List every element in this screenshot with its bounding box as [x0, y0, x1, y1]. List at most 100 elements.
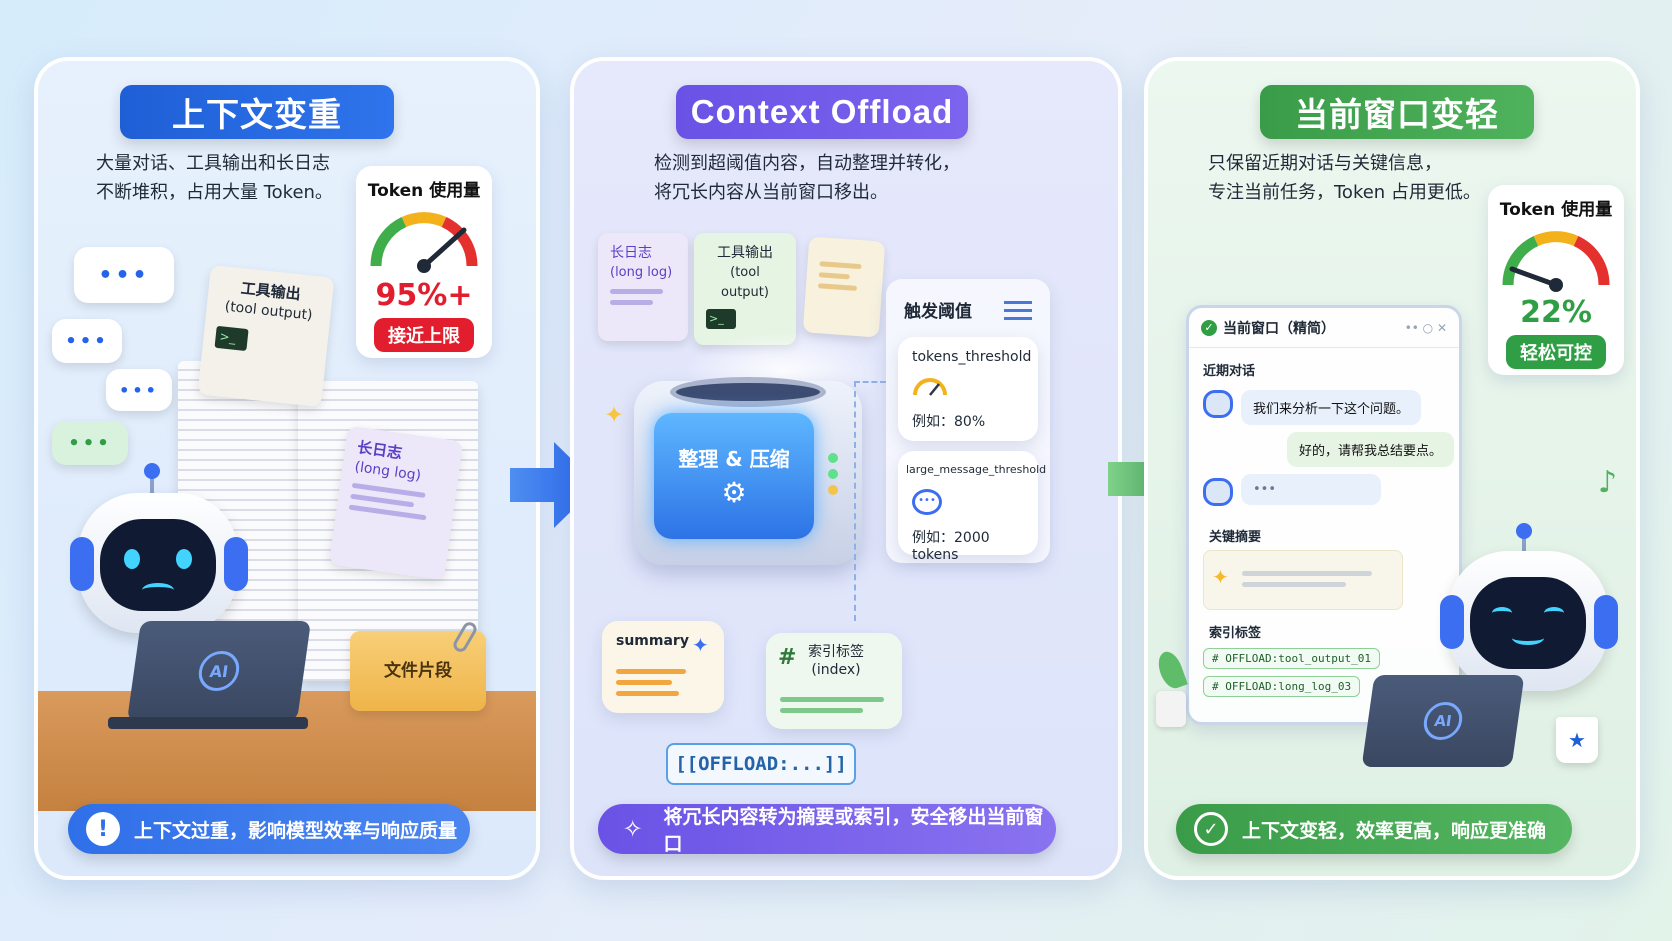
chat-bubble-typing: •••: [1241, 474, 1381, 505]
token-gauge-card-left: Token 使用量 95%+ 接近上限: [356, 166, 492, 358]
right-desc-line2: 专注当前任务，Token 占用更低。: [1208, 182, 1481, 203]
chat-bubble-icon: •••: [106, 369, 172, 411]
alert-icon: !: [86, 812, 120, 846]
mid-log-sub: (long log): [610, 265, 673, 280]
ai-logo: AI: [196, 651, 242, 691]
current-window: ✓ 当前窗口（精简） •• ○ ✕ 近期对话 我们来分析一下这个问题。 好的，请…: [1186, 305, 1462, 725]
robot-worried: [70, 463, 248, 681]
laptop: AI: [126, 621, 312, 721]
terminal-icon: >_: [214, 325, 249, 352]
gear-icon: ⚙: [721, 476, 747, 509]
robot-avatar-icon: [1203, 478, 1233, 506]
tag-text: OFFLOAD:tool_output_01: [1225, 652, 1371, 665]
mid-tool-sub: (tool output): [721, 265, 769, 300]
panel-context-heavy: 上下文变重 大量对话、工具输出和长日志 不断堆积，占用大量 Token。 Tok…: [34, 57, 540, 880]
gauge-value: 95%+: [375, 278, 473, 313]
trigger-threshold-panel: 触发阈值 tokens_threshold 例如：80% large_messa…: [886, 279, 1050, 563]
offload-tag-chip[interactable]: # OFFLOAD:long_log_03: [1203, 676, 1361, 697]
gauge-badge: 轻松可控: [1506, 335, 1606, 369]
machine-screen: 整理 & 压缩 ⚙: [654, 413, 814, 539]
tokens-threshold-name: tokens_threshold: [912, 349, 1032, 365]
hash-icon: #: [778, 645, 797, 670]
ai-logo: AI: [1421, 702, 1465, 740]
chat-icon: •••: [912, 489, 942, 515]
index-label: 索引标签: [808, 644, 864, 660]
summary-label: summary: [616, 633, 689, 649]
mid-tool-label: 工具输出: [717, 245, 773, 261]
hash-icon: #: [1212, 652, 1219, 665]
mid-desc-line1: 检测到超阈值内容，自动整理并转化，: [654, 153, 960, 174]
left-title: 上下文变重: [120, 85, 394, 139]
large-message-threshold-card: large_message_threshold ••• 例如：2000 toke…: [898, 451, 1046, 563]
chat-bubble-user: 好的，请帮我总结要点。: [1287, 432, 1455, 467]
machine-label: 整理 & 压缩: [678, 447, 790, 471]
laptop-base: [108, 717, 308, 729]
right-bottom-banner: ✓ 上下文变轻，效率更高，响应更准确: [1176, 804, 1572, 854]
long-log-doc: 长日志 (long log): [328, 425, 464, 581]
sparkle-icon: ✦: [1212, 565, 1229, 589]
status-lights: [828, 453, 838, 507]
mid-description: 检测到超阈值内容，自动整理并转化， 将冗长内容从当前窗口移出。: [654, 149, 960, 207]
window-title: 当前窗口（精简）: [1223, 320, 1335, 337]
laptop: AI: [1361, 675, 1525, 767]
chat-bubble-icon: •••: [74, 247, 174, 303]
music-note-icon: ♪: [1598, 465, 1618, 500]
key-summary-box: ✦: [1203, 550, 1403, 610]
mid-title: Context Offload: [676, 85, 968, 139]
left-bottom-text: 上下文过重，影响模型效率与响应质量: [134, 819, 458, 842]
tool-output-doc: 工具输出 (tool output) >_: [694, 233, 796, 345]
token-gauge-card-right: Token 使用量 22% 轻松可控: [1488, 185, 1624, 375]
mid-desc-line2: 将冗长内容从当前窗口移出。: [654, 182, 888, 203]
tool-output-doc: 工具输出 (tool output) >_: [197, 264, 335, 408]
gauge-icon: [913, 378, 947, 396]
large-message-threshold-name: large_message_threshold: [906, 463, 1047, 476]
gauge-icon: [1502, 231, 1610, 292]
plant: [1154, 648, 1188, 731]
left-bottom-banner: ! 上下文过重，影响模型效率与响应质量: [68, 804, 470, 854]
right-bottom-text: 上下文变轻，效率更高，响应更准确: [1242, 819, 1547, 842]
robot-happy: [1440, 523, 1618, 731]
offload-tag: [[OFFLOAD:...]]: [666, 743, 856, 785]
chat-bubble-icon: •••: [52, 421, 128, 465]
document-icon: [802, 236, 886, 338]
summary-card: summary ✦: [602, 621, 724, 713]
right-description: 只保留近期对话与关键信息， 专注当前任务，Token 占用更低。: [1208, 149, 1481, 207]
left-desc-line1: 大量对话、工具输出和长日志: [96, 153, 330, 174]
window-titlebar: ✓ 当前窗口（精简） •• ○ ✕: [1189, 308, 1459, 348]
gauge-value: 22%: [1520, 295, 1592, 330]
right-title: 当前窗口变轻: [1260, 85, 1534, 139]
large-message-threshold-example: 例如：2000 tokens: [912, 530, 990, 563]
hash-icon: #: [1212, 680, 1219, 693]
long-log-doc: 长日志 (long log): [598, 233, 688, 341]
check-icon: ✓: [1201, 319, 1217, 336]
index-tag-card: # 索引标签 (index): [766, 633, 902, 729]
gauge-title: Token 使用量: [367, 181, 481, 201]
panel-context-offload: Context Offload 检测到超阈值内容，自动整理并转化， 将冗长内容从…: [570, 57, 1122, 880]
threshold-title: 触发阈值: [904, 302, 972, 322]
recent-label: 近期对话: [1203, 364, 1256, 379]
tokens-threshold-card: tokens_threshold 例如：80%: [898, 337, 1038, 441]
file-fragment-folder: 文件片段: [350, 631, 486, 711]
right-desc-line1: 只保留近期对话与关键信息，: [1208, 153, 1442, 174]
offload-tag-chip[interactable]: # OFFLOAD:tool_output_01: [1203, 648, 1380, 669]
robot-avatar-icon: [1203, 390, 1233, 418]
chat-bubble-icon: •••: [52, 319, 122, 363]
gauge-badge: 接近上限: [374, 318, 474, 352]
check-circle-icon: ✓: [1194, 812, 1228, 846]
magic-wand-icon: ✧: [622, 815, 643, 843]
mug: ★: [1556, 717, 1598, 763]
machine-top: [670, 377, 826, 407]
sliders-icon: [1004, 301, 1032, 321]
mid-bottom-banner: ✧ 将冗长内容转为摘要或索引，安全移出当前窗口: [598, 804, 1056, 855]
window-controls[interactable]: •• ○ ✕: [1404, 320, 1447, 335]
sparkle-icon: ✦: [692, 633, 709, 657]
left-desc-line2: 不断堆积，占用大量 Token。: [96, 182, 333, 203]
dashed-connector: [854, 381, 886, 621]
tokens-threshold-example: 例如：80%: [912, 414, 986, 430]
panel-context-light: 当前窗口变轻 只保留近期对话与关键信息， 专注当前任务，Token 占用更低。 …: [1144, 57, 1640, 880]
left-description: 大量对话、工具输出和长日志 不断堆积，占用大量 Token。: [96, 149, 333, 207]
gauge-icon: [370, 212, 478, 273]
mid-log-label: 长日志: [610, 245, 652, 261]
gauge-title: Token 使用量: [1499, 200, 1613, 220]
key-summary-label: 关键摘要: [1209, 530, 1262, 545]
